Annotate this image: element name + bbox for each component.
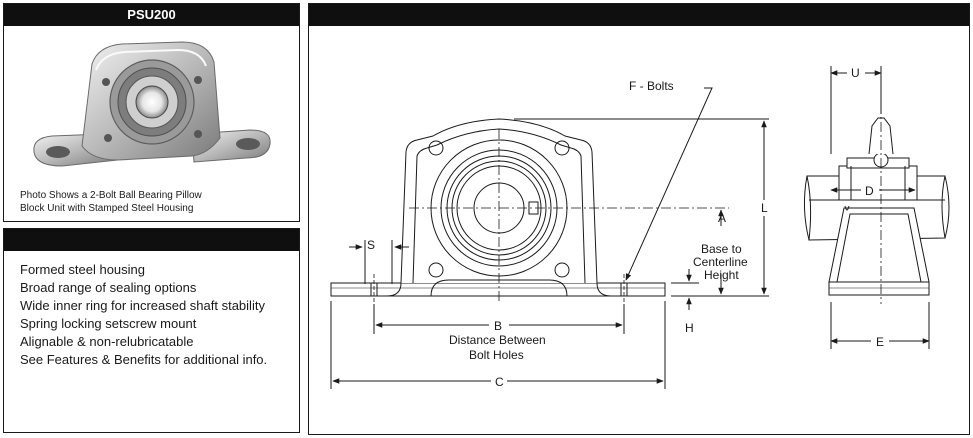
side-dimensions: [830, 66, 930, 349]
photo-caption-line-1: Photo Shows a 2-Bolt Ball Bearing Pillow: [20, 190, 202, 201]
drawing-panel: F - Bolts S A Base to Centerline Height …: [308, 3, 970, 435]
photo-caption-line-2: Block Unit with Stamped Steel Housing: [20, 202, 194, 214]
photo-panel: PSU200 Pho: [3, 3, 300, 222]
drawing-panel-title: [309, 4, 969, 26]
label-a-desc-3: Height: [704, 268, 739, 282]
features-panel-title: [4, 229, 299, 251]
label-d: D: [865, 184, 874, 198]
label-b-desc-1: Distance Between: [449, 333, 546, 347]
features-panel: Formed steel housing Broad range of seal…: [3, 228, 300, 433]
feature-item: Alignable & non-relubricatable: [20, 334, 194, 349]
dimension-drawing: F - Bolts S A Base to Centerline Height …: [330, 66, 950, 389]
feature-item: Wide inner ring for increased shaft stab…: [20, 298, 265, 313]
label-a: A: [718, 211, 726, 225]
mount-hole: [554, 140, 570, 156]
mount-hole: [428, 262, 444, 278]
photo-caption: Photo Shows a 2-Bolt Ball Bearing Pillow…: [20, 190, 290, 215]
label-u: U: [851, 66, 860, 80]
label-e: E: [876, 335, 884, 349]
label-s: S: [367, 238, 375, 252]
pillow-block-photo: [33, 41, 271, 167]
label-b-desc-2: Bolt Holes: [469, 348, 524, 362]
label-a-desc-1: Base to: [701, 242, 742, 256]
photo-panel-title: PSU200: [4, 4, 299, 26]
label-f-bolts: F - Bolts: [629, 79, 674, 93]
feature-item: Formed steel housing: [20, 262, 146, 277]
label-c: C: [495, 375, 504, 389]
label-b: B: [494, 319, 502, 333]
front-view: [330, 118, 729, 304]
label-h: H: [685, 321, 694, 335]
label-l: L: [761, 201, 768, 215]
side-view: [803, 104, 950, 304]
label-a-desc-2: Centerline: [693, 255, 748, 269]
feature-item: Broad range of sealing options: [20, 280, 197, 295]
front-dimensions: [330, 87, 769, 389]
mount-hole: [428, 140, 444, 156]
feature-item: See Features & Benefits for additional i…: [20, 352, 268, 367]
mount-hole: [554, 262, 570, 278]
feature-item: Spring locking setscrew mount: [20, 316, 197, 331]
features-list: Formed steel housing Broad range of seal…: [20, 261, 267, 369]
